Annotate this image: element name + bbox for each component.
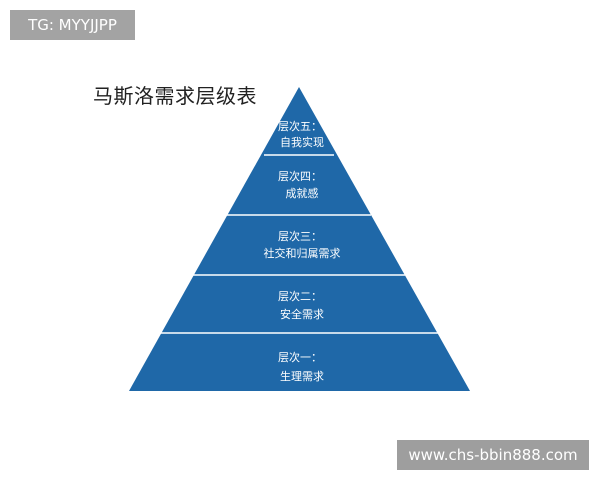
pyramid-shape — [129, 87, 470, 391]
level-1-name: 生理需求 — [280, 369, 324, 383]
level-3-name: 社交和归属需求 — [264, 246, 341, 260]
level-2-label: 层次二： — [278, 289, 322, 303]
level-5-name: 自我实现 — [280, 135, 324, 149]
level-2-name: 安全需求 — [280, 307, 324, 321]
level-4-name: 成就感 — [286, 186, 319, 200]
level-4-label: 层次四： — [278, 169, 322, 183]
level-5-label: 层次五： — [278, 119, 322, 133]
watermark-url: www.chs-bbin888.com — [397, 440, 589, 470]
level-1-label: 层次一： — [278, 350, 322, 364]
page-title: 马斯洛需求层级表 — [93, 84, 257, 108]
level-3-label: 层次三： — [278, 229, 322, 243]
tg-badge: TG: MYYJJPP — [10, 10, 135, 40]
